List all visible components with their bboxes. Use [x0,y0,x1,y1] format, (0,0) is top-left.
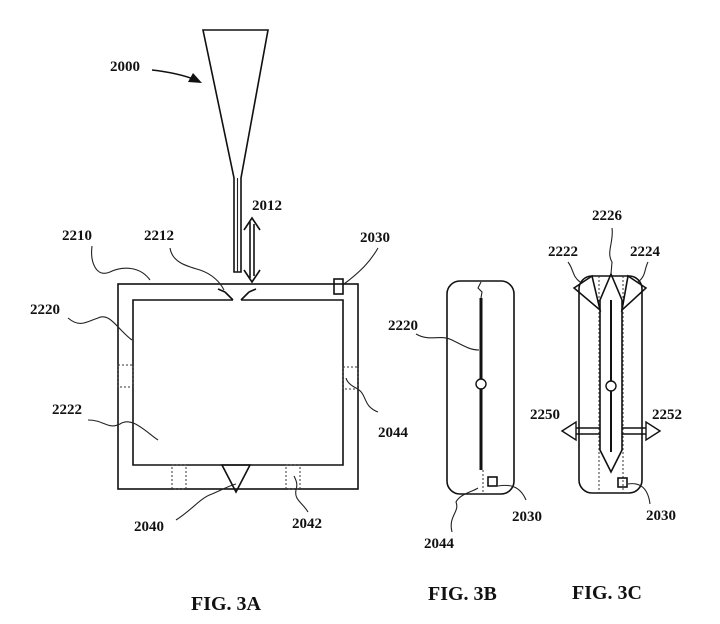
leader-2030c [627,483,651,505]
pipette-tip [202,29,269,273]
leader-2044b [450,487,479,533]
inner-chamber [132,299,344,466]
leader-2040 [175,483,237,521]
right-window [342,366,359,390]
membrane-assembly [599,271,623,474]
caption-fig-3c: FIG. 3C [572,582,642,604]
leader-2220b [415,333,480,351]
leader-2212 [169,247,225,291]
label-2012: 2012 [252,198,282,214]
left-window [117,364,134,388]
side-housing [446,280,515,495]
label-2030-b: 2030 [512,509,542,525]
left-flow-arrow-icon [560,420,600,442]
arrow-icon [151,69,202,83]
leader-2220a [67,316,133,341]
leader-2030a [343,247,379,285]
sensor-square-c [617,477,628,488]
center-port [475,378,487,390]
label-2224: 2224 [630,244,661,260]
figure-captions: FIG. 3A FIG. 3B FIG. 3C [191,582,642,615]
caption-fig-3a: FIG. 3A [191,593,262,615]
outer-housing [117,283,359,490]
bottom-triangle [220,464,252,494]
label-2226: 2226 [592,208,623,224]
leader-2210 [91,245,151,281]
label-2030-c: 2030 [646,508,676,524]
bottom-left-window [171,464,187,490]
bottom-right-window [285,464,301,490]
sensor-square [333,278,344,295]
leader-2030b [497,484,527,501]
fig-3a-drawing [67,29,379,521]
leader-2042 [293,475,309,513]
label-2222-a: 2222 [52,402,82,418]
sensor-square-b [487,476,498,487]
label-2040: 2040 [134,519,164,535]
leader-2222a [87,419,159,441]
caption-fig-3b: FIG. 3B [428,583,497,605]
fig-3c-drawing [560,227,662,505]
label-2222-c: 2222 [548,244,578,260]
label-2220-b: 2220 [388,318,418,334]
label-2210: 2210 [62,228,92,244]
label-2042: 2042 [292,516,322,532]
leader-2224 [637,261,649,283]
label-2212: 2212 [144,228,174,244]
reference-labels: 2000 2012 2210 2212 2030 2220 2222 2044 … [30,59,682,552]
center-port-c [605,380,617,392]
inlet-channel [217,288,257,301]
label-2000: 2000 [110,59,140,75]
label-2044-a: 2044 [378,425,409,441]
label-2250: 2250 [530,407,560,423]
leader-2044a [345,377,379,413]
label-2044-b: 2044 [424,536,455,552]
label-2220-a: 2220 [30,302,60,318]
label-2252: 2252 [652,407,682,423]
fig-3b-drawing [415,280,527,533]
double-arrow-icon [243,216,261,284]
right-flow-arrow-icon [622,420,662,442]
leader-2226 [609,227,613,275]
label-2030-a: 2030 [360,230,390,246]
leader-2222c [567,261,581,283]
